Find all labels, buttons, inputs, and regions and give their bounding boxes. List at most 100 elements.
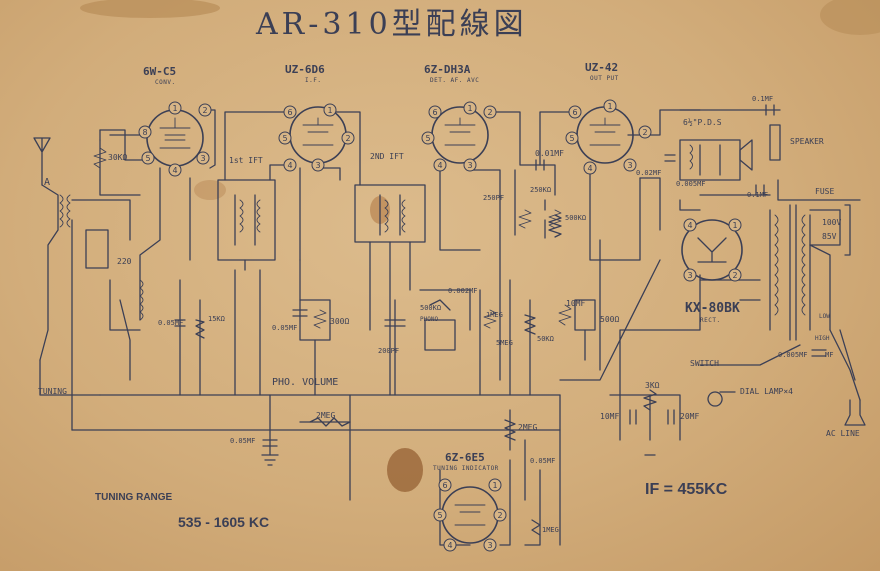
r50k-label: 50KΩ	[537, 335, 554, 343]
speaker-label: SPEAKER	[790, 137, 824, 146]
ift1-label: 1st IFT	[229, 156, 263, 165]
r500k-b-label: 500KΩ	[420, 304, 442, 312]
c250-label: 250PF	[483, 194, 505, 202]
svg-text:5: 5	[145, 154, 150, 163]
tube-role-tuning-indicator: TUNING INDICATOR	[433, 465, 499, 472]
paper-stain	[80, 0, 220, 18]
svg-text:6: 6	[287, 108, 292, 117]
tube-role-rect: RECT.	[700, 317, 721, 324]
svg-text:3: 3	[315, 161, 320, 170]
pho-volume-label: PHO. VOLUME	[272, 377, 339, 388]
svg-text:2: 2	[487, 108, 492, 117]
r30k-label: 30KΩ	[108, 153, 128, 162]
svg-text:3: 3	[200, 154, 205, 163]
svg-text:6: 6	[572, 108, 577, 117]
svg-text:3: 3	[627, 161, 632, 170]
ac-line-label: AC LINE	[826, 429, 860, 438]
svg-text:4: 4	[172, 166, 177, 175]
tube-label-uz-42: UZ-42	[585, 61, 619, 74]
tube-label-6z-dh3a: 6Z-DH3A	[424, 63, 471, 76]
svg-text:6: 6	[432, 108, 437, 117]
r15k-label: 15KΩ	[208, 315, 225, 323]
svg-text:6: 6	[442, 481, 447, 490]
r1m-label: 1MEG	[486, 311, 503, 319]
antenna-label: A	[44, 177, 51, 188]
c220-label: 220	[117, 257, 132, 266]
r300-label: 300Ω	[330, 317, 350, 326]
svg-text:2: 2	[345, 134, 350, 143]
c200-label: 200PF	[378, 347, 400, 355]
mf-label: MF	[825, 351, 834, 359]
r3k-label: 3KΩ	[645, 381, 660, 390]
low-label: LOW	[819, 313, 830, 320]
switch-label: SWITCH	[690, 359, 719, 368]
c0005b-label: 0.005MF	[778, 351, 808, 359]
tube-label-uz-6d6: UZ-6D6	[285, 63, 325, 76]
tap-85v-label: 85V	[822, 232, 837, 241]
if-frequency: IF = 455KC	[645, 481, 728, 498]
svg-text:4: 4	[287, 161, 292, 170]
svg-text:4: 4	[687, 221, 692, 230]
svg-text:5: 5	[425, 134, 430, 143]
paper-stain	[387, 448, 423, 492]
c10-label: 10MF	[566, 299, 586, 308]
c20-label: 20MF	[680, 412, 700, 421]
tuning-range-value: 535 - 1605 KC	[178, 514, 270, 530]
ift2-label: 2ND IFT	[370, 152, 404, 161]
c0005-label: 0.005MF	[676, 180, 706, 188]
r500-label: 500Ω	[600, 315, 620, 324]
tuning-range-label: TUNING RANGE	[95, 492, 173, 503]
tube-role-det: DET. AF. AVC	[430, 77, 480, 84]
high-label: HIGH	[815, 335, 830, 342]
tube-label-6z-6e5: 6Z-6E5	[445, 451, 485, 464]
phono-label: PHONO	[420, 316, 439, 323]
paper-stain	[194, 180, 226, 200]
svg-text:8: 8	[142, 128, 147, 137]
svg-text:3: 3	[487, 541, 492, 550]
tube-label-6w-c5: 6W-C5	[143, 65, 177, 78]
speaker-field-label: 6½"P.D.S	[683, 118, 722, 127]
tube-role-if: I.F.	[305, 77, 322, 84]
r5m-label: 5MEG	[496, 339, 513, 347]
svg-text:1: 1	[732, 221, 737, 230]
svg-text:4: 4	[587, 164, 592, 173]
tube-6w-c5-symbol: 1 8 5 4 3 2	[138, 101, 212, 177]
tube-kx-80bk-symbol: 4 1 3 2	[681, 218, 743, 282]
fuse-label: FUSE	[815, 187, 835, 196]
svg-text:5: 5	[437, 511, 442, 520]
svg-text:2: 2	[202, 106, 207, 115]
r2m-a-label: 2MEG	[316, 411, 336, 420]
c001-label: 0.01MF	[535, 149, 564, 158]
c10b-label: 10MF	[600, 412, 620, 421]
c05-1-label: 0.05MF	[158, 319, 184, 327]
r250k-label: 250KΩ	[530, 186, 552, 194]
paper-stain	[820, 0, 880, 35]
c05-2-label: 0.05MF	[272, 324, 298, 332]
c01b-label: 0.1MF	[752, 95, 774, 103]
svg-text:1: 1	[172, 104, 177, 113]
c002b-label: 0.02MF	[636, 169, 662, 177]
svg-text:3: 3	[687, 271, 692, 280]
tube-role-output: OUT PUT	[590, 75, 619, 82]
tube-6z-6e5-symbol: 6 1 5 2 4 3	[433, 478, 507, 552]
svg-text:1: 1	[607, 102, 612, 111]
tap-100v-label: 100V	[822, 218, 842, 227]
page-title: AR-310型配線図	[256, 7, 528, 42]
tube-label-kx-80bk: KX-80BK	[685, 301, 740, 316]
c0002-label: 0.002MF	[448, 287, 478, 295]
svg-text:1: 1	[467, 104, 472, 113]
tube-uz-42-symbol: 6 1 5 4 3 2	[565, 99, 652, 175]
tube-uz-6d6-symbol: 6 1 5 4 3 2	[278, 103, 355, 172]
r2m-b-label: 2MEG	[518, 423, 538, 432]
tube-role-conv: CONV.	[155, 79, 176, 86]
tube-6z-dh3a-symbol: 6 1 5 4 3 2	[421, 101, 497, 172]
svg-text:5: 5	[282, 134, 287, 143]
svg-text:2: 2	[497, 511, 502, 520]
coils	[59, 144, 806, 321]
svg-text:4: 4	[437, 161, 442, 170]
svg-text:4: 4	[447, 541, 452, 550]
c005-label: 0.05MF	[230, 437, 256, 445]
c01c-label: 0.1MF	[747, 191, 769, 199]
